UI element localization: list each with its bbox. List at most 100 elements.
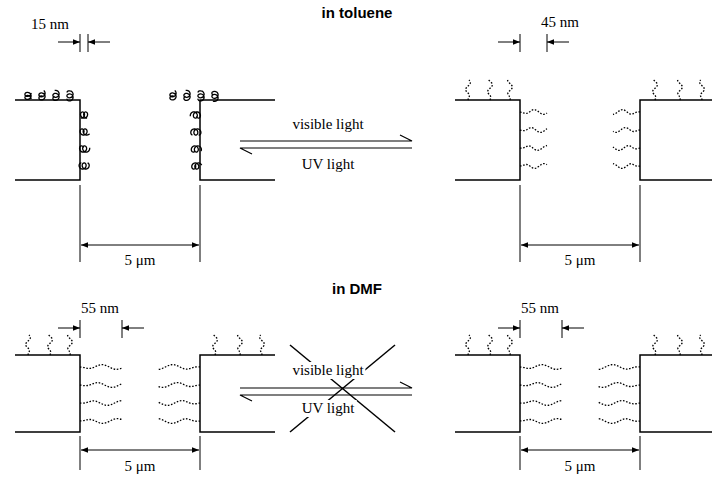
extended-chain (80, 401, 122, 406)
extended-chain (613, 146, 640, 151)
substrate-block (455, 355, 520, 432)
collapsed-coil (191, 129, 201, 135)
substrate-block (455, 100, 520, 180)
dimension-label: 55 nm (79, 300, 121, 317)
collapsed-coil (212, 91, 218, 101)
extended-chain (158, 401, 200, 406)
dimension-line (80, 320, 81, 338)
dimension-line (520, 34, 521, 52)
collapsed-coil (190, 112, 200, 118)
collapsed-coil (184, 90, 190, 100)
extended-chain (678, 335, 683, 355)
collapsed-coil (79, 163, 89, 169)
extended-chain (260, 335, 265, 355)
substrate-block (200, 100, 275, 180)
dimension-label: 45 nm (539, 14, 581, 31)
dimension-label: 5 μm (563, 458, 598, 475)
extended-chain (598, 365, 640, 370)
dimension-line (58, 42, 80, 43)
dimension-lines (58, 34, 640, 470)
dimension-line (640, 185, 641, 262)
extended-chain (520, 365, 562, 370)
extended-chain (520, 401, 562, 406)
dimension-line (520, 185, 521, 262)
extended-chain (613, 128, 640, 133)
dimension-line (81, 450, 199, 451)
collapsed-coil (81, 112, 88, 118)
extended-chain (700, 80, 705, 100)
dimension-line (498, 328, 520, 329)
dimension-line (520, 436, 521, 470)
collapsed-coil (170, 90, 176, 99)
extended-chain (520, 146, 547, 151)
polymer-brushes (25, 80, 704, 423)
substrate-block (200, 355, 275, 432)
extended-chain (466, 80, 471, 100)
substrate-block (15, 355, 80, 432)
substrate-block (640, 355, 712, 432)
dimension-line (58, 328, 80, 329)
collapsed-coil (39, 90, 45, 99)
extended-chain (466, 335, 471, 355)
collapsed-coil (67, 91, 73, 101)
cross-out-line (290, 345, 395, 432)
dimension-label: 5 μm (123, 252, 158, 269)
light-label: visible light (290, 116, 365, 133)
dimension-label: 5 μm (563, 252, 598, 269)
extended-chain (598, 383, 640, 388)
equilibrium-arrows (240, 135, 412, 432)
dimension-line (80, 34, 81, 52)
collapsed-coil (80, 129, 89, 135)
cross-out-line (290, 345, 395, 432)
extended-chain (520, 110, 547, 115)
substrate-block (15, 100, 80, 180)
extended-chain (520, 383, 562, 388)
extended-chain (158, 383, 200, 388)
collapsed-coil (192, 163, 202, 169)
extended-chain (700, 335, 705, 355)
extended-chain (80, 365, 122, 370)
dimension-label: 55 nm (519, 300, 561, 317)
extended-chain (68, 335, 73, 355)
extended-chain (80, 383, 122, 388)
dimension-line (122, 328, 144, 329)
dimension-line (81, 245, 199, 246)
forward-arrow (240, 135, 412, 141)
collapsed-coil (53, 90, 59, 100)
extended-chain (653, 335, 658, 355)
extended-chain (508, 80, 513, 100)
dimension-line (562, 328, 584, 329)
extended-chain (213, 335, 218, 355)
dimension-line (200, 185, 201, 262)
dimension-line (520, 320, 521, 338)
dimension-line (80, 185, 81, 262)
dimension-label: 15 nm (29, 16, 71, 33)
extended-chain (158, 365, 200, 370)
dimension-line (521, 450, 639, 451)
extended-chain (653, 80, 658, 100)
substrate-block (640, 100, 712, 180)
condition-title: in toluene (320, 4, 395, 21)
dimension-line (88, 34, 89, 52)
extended-chain (598, 419, 640, 424)
extended-chain (613, 164, 640, 169)
dimension-line (547, 42, 569, 43)
extended-chain (520, 128, 547, 133)
extended-chain (238, 335, 243, 355)
extended-chain (678, 80, 683, 100)
dimension-line (498, 42, 520, 43)
substrate-blocks (15, 100, 712, 432)
dimension-label: 5 μm (123, 458, 158, 475)
dimension-line (88, 42, 110, 43)
extended-chain (158, 419, 200, 424)
dimension-line (640, 436, 641, 470)
extended-chain (613, 110, 640, 115)
extended-chain (598, 401, 640, 406)
reverse-arrow (240, 148, 412, 154)
dimension-line (122, 320, 123, 338)
dimension-line (80, 436, 81, 470)
extended-chain (488, 80, 493, 100)
light-label: UV light (300, 400, 357, 417)
